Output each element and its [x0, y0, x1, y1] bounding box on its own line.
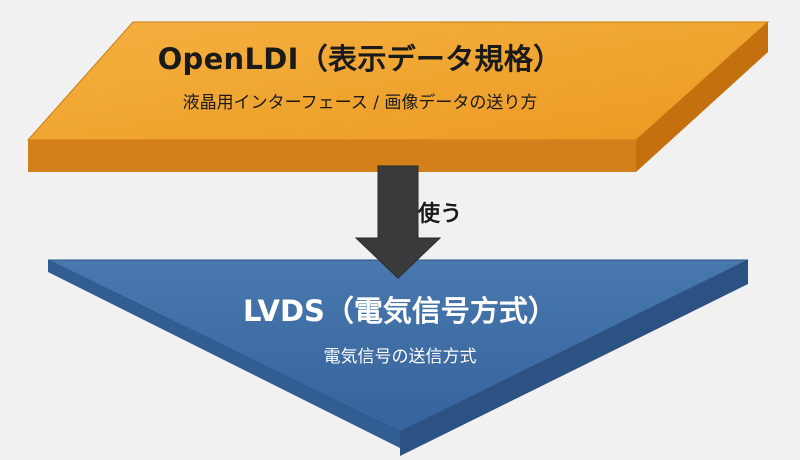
lvds-title: LVDS（電気信号方式）	[243, 294, 557, 328]
lvds-subtitle: 電気信号の送信方式	[323, 347, 477, 367]
openldi-subtitle: 液晶用インターフェース / 画像データの送り方	[182, 93, 538, 113]
uses-arrow	[354, 165, 442, 279]
openldi-block-front-face	[28, 140, 636, 172]
uses-label: 使う	[418, 202, 463, 227]
openldi-block-side-face	[636, 22, 768, 172]
lvds-block-left-edge	[48, 260, 400, 448]
arrow-down-icon	[354, 165, 442, 279]
lvds-block-side-face	[400, 260, 748, 456]
lvds-block	[47, 259, 749, 456]
openldi-block	[26, 21, 770, 172]
openldi-title: OpenLDI（表示データ規格）	[157, 42, 563, 76]
